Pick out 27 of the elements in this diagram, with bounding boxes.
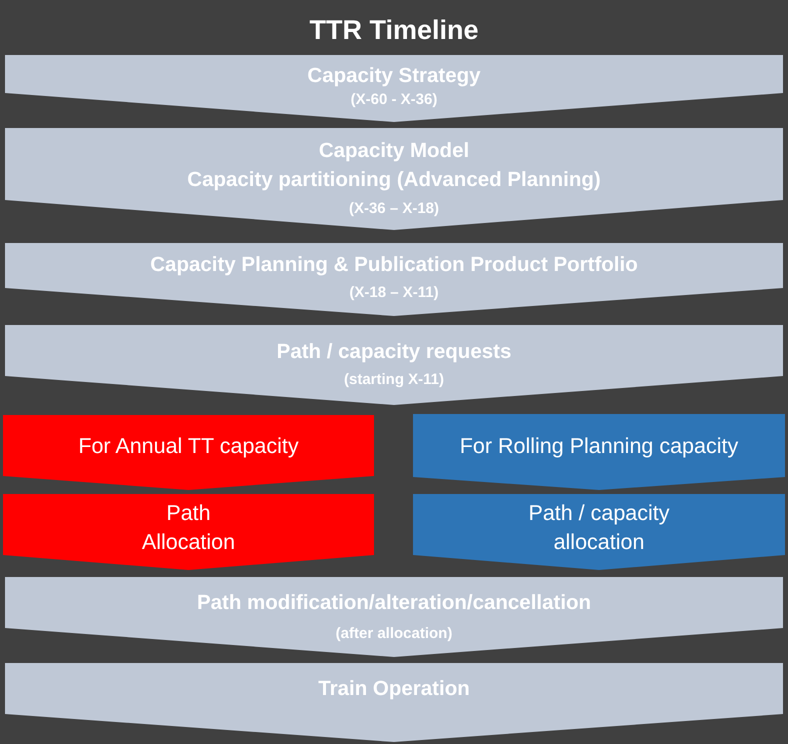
stage-band: [3, 494, 374, 570]
stage-title: Path modification/alteration/cancellation: [196, 590, 592, 616]
stage-band: [413, 494, 785, 570]
stage-title: Capacity Strategy: [307, 63, 481, 89]
stage-subtitle: Capacity partitioning (Advanced Planning): [187, 167, 601, 193]
stage-band: [5, 55, 783, 122]
stage-band: [3, 415, 374, 490]
time-range: (X-36 – X-18): [348, 200, 440, 217]
stage-title: Capacity Planning & Publication Product Portfolio: [150, 252, 638, 278]
stage-band: [5, 663, 783, 742]
stage-title: Path Allocation: [140, 500, 236, 556]
stage-band: [5, 128, 783, 230]
stage-title: Path / capacity requests: [276, 339, 512, 365]
time-range: (X-60 - X-36): [350, 91, 438, 108]
stage-band: [413, 414, 785, 490]
stage-title: For Rolling Planning capacity: [460, 433, 738, 460]
stage-note: (after allocation): [336, 625, 452, 642]
stage-title: Capacity Model: [318, 138, 470, 164]
diagram-title: TTR Timeline: [309, 14, 479, 47]
stage-band: [5, 577, 783, 657]
stage-title: Path / capacity allocation: [527, 500, 671, 556]
stage-title: Train Operation: [318, 676, 470, 702]
stage-note: (starting X-11): [344, 371, 444, 388]
time-range: (X-18 – X-11): [349, 284, 439, 301]
stage-band: [5, 325, 783, 405]
stage-band: [5, 243, 783, 316]
stage-title: For Annual TT capacity: [78, 433, 299, 460]
